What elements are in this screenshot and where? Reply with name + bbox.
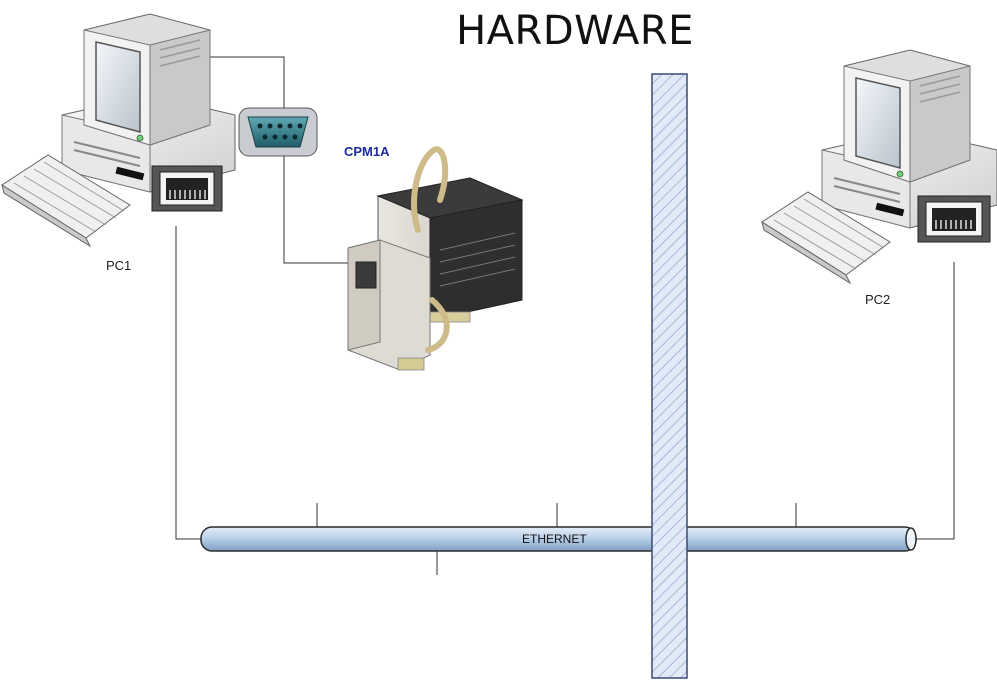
firewall-wall (651, 73, 688, 679)
pc1-computer (1, 13, 236, 248)
pc2-computer (761, 49, 997, 285)
diagram-title: HARDWARE (456, 8, 694, 54)
plc-label: CPM1A (344, 144, 390, 159)
keyboard-icon (1, 154, 131, 248)
pc1-ethernet-drop (175, 226, 201, 540)
ethernet-bus (200, 526, 917, 552)
pc1-label: PC1 (106, 258, 132, 273)
pc1-serial-cable (205, 56, 285, 108)
plc-unit-icon (347, 146, 524, 371)
pc2-label: PC2 (865, 292, 891, 307)
serial-plc-cable (283, 156, 352, 264)
keyboard-icon (761, 191, 891, 285)
connection-lines (175, 56, 955, 575)
pc2-ethernet-drop (916, 262, 955, 540)
rj45-port-icon (917, 195, 991, 243)
rj45-port-icon (151, 165, 223, 212)
desktop-computer-icon (61, 13, 236, 193)
db9-connector-icon (238, 107, 318, 157)
ethernet-bus-label: ETHERNET (522, 532, 587, 546)
